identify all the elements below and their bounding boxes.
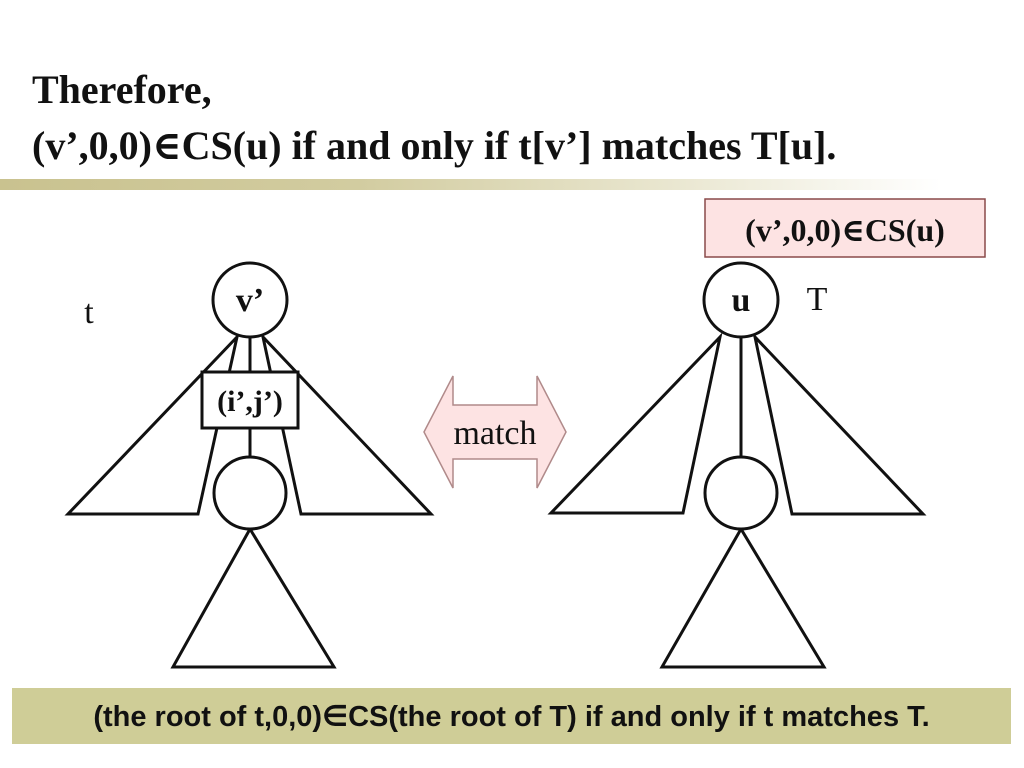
left-root-node — [211, 261, 289, 339]
right-root-label: u — [732, 282, 751, 319]
left-tree-name-label: t — [84, 294, 94, 331]
cs-label-box — [704, 198, 986, 258]
right-tree-name-label: T — [807, 281, 828, 318]
title-divider — [0, 179, 1024, 190]
left-bottom-subtree — [170, 526, 337, 669]
right-child-node — [703, 455, 779, 531]
title-line-1: Therefore, — [32, 67, 212, 112]
footer-text: (the root of t,0,0)∈CS(the root of T) if… — [93, 700, 930, 733]
right-bottom-subtree — [659, 526, 827, 669]
cs-label-text: (v’,0,0)∈CS(u) — [745, 212, 945, 248]
slide-title: Therefore, (v’,0,0)∈CS(u) if and only if… — [32, 62, 1012, 174]
right-outer-subtree-right — [752, 332, 927, 516]
title-line-2: (v’,0,0)∈CS(u) if and only if t[v’] matc… — [32, 123, 837, 168]
match-label: match — [453, 415, 536, 452]
right-root-node — [702, 261, 780, 339]
footer-statement: (the root of t,0,0)∈CS(the root of T) if… — [12, 688, 1011, 744]
match-double-arrow — [423, 375, 567, 489]
left-index-box — [200, 370, 300, 430]
left-child-node — [212, 455, 288, 531]
left-index-label: (i’,j’) — [217, 385, 283, 418]
right-outer-subtree-left — [547, 332, 723, 515]
left-root-label: v’ — [236, 282, 264, 319]
